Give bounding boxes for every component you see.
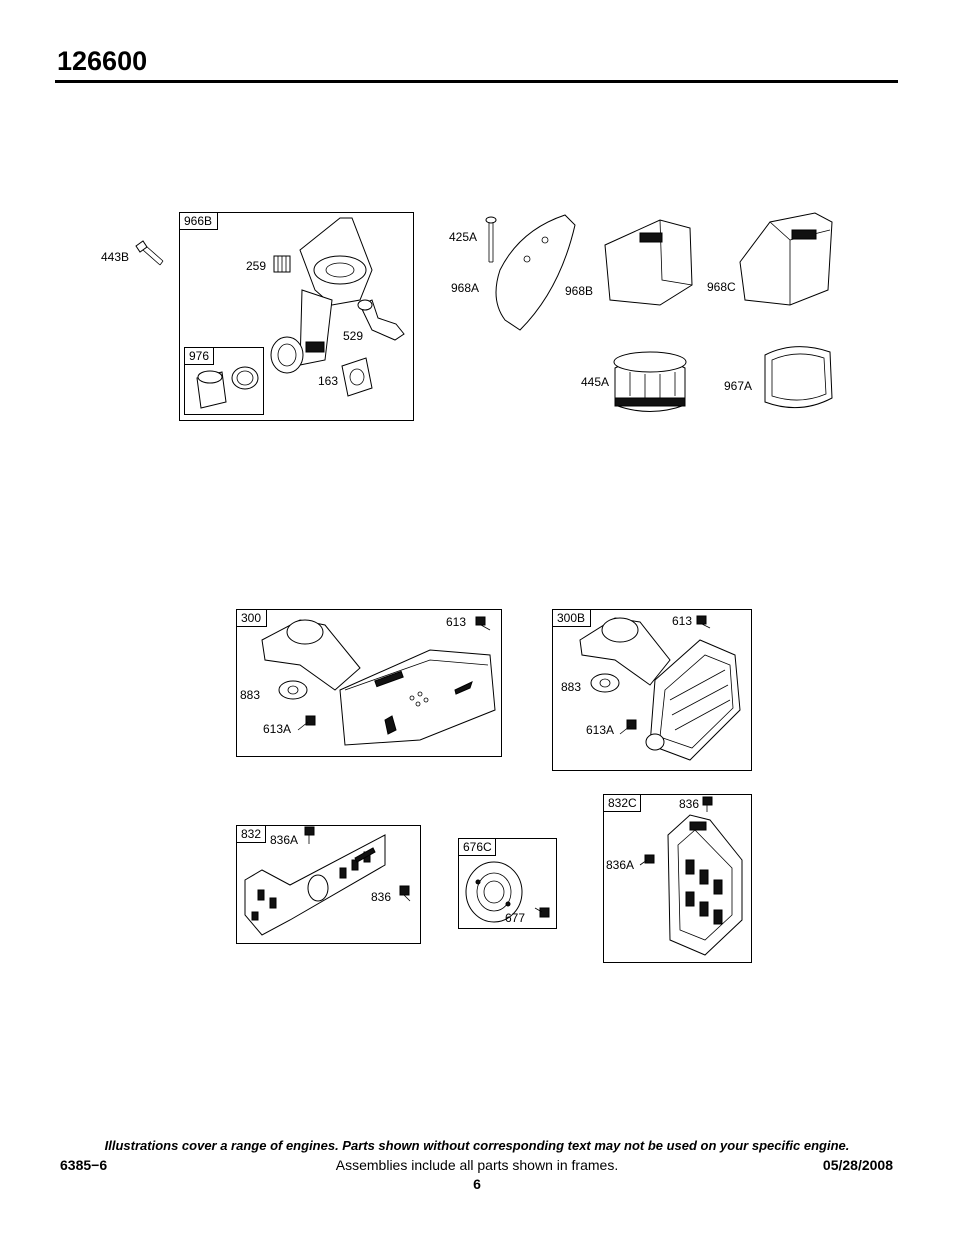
label-968C: 968C (707, 280, 736, 294)
label-613A-300B: 613A (586, 723, 614, 737)
label-677: 677 (505, 911, 525, 925)
title-rule (55, 80, 898, 83)
frame-976-tag (184, 347, 214, 365)
frame-976 (184, 347, 264, 415)
frame-832C (603, 794, 752, 963)
page-number: 6 (473, 1176, 481, 1192)
part-445A-filter-icon (613, 351, 687, 412)
label-836-832: 836 (371, 890, 391, 904)
frame-300B-tag (552, 609, 591, 627)
footer-doc-id: 6385−6 (60, 1157, 108, 1173)
part-836A-832-screw-icon (304, 826, 315, 844)
part-676C-deflector-icon (465, 861, 523, 923)
part-259-clip-icon (273, 255, 291, 273)
frame-300B (552, 609, 752, 771)
part-968C-cover-icon (739, 212, 833, 306)
part-443B-bolt-icon (135, 240, 164, 266)
label-613-300B: 613 (672, 614, 692, 628)
label-443B: 443B (101, 250, 129, 264)
frame-976-label: 976 (189, 349, 209, 363)
muffler-guard-832C-icon (667, 814, 743, 956)
frame-300-label: 300 (241, 611, 261, 625)
frame-676C-label: 676C (463, 840, 492, 854)
part-613A-screw-icon (297, 715, 316, 731)
part-836A-832C-screw-icon (639, 854, 655, 866)
part-613A-300B-screw-icon (619, 719, 637, 735)
label-968A: 968A (451, 281, 479, 295)
part-613-300B-screw-icon (696, 615, 711, 629)
part-529-tube-icon (357, 299, 405, 341)
footer-frames-note: Assemblies include all parts shown in fr… (335, 1157, 619, 1173)
frame-966B-label: 966B (184, 214, 212, 228)
frame-832C-label: 832C (608, 796, 637, 810)
part-883-gasket-icon (278, 680, 308, 700)
part-968B-cover-icon (604, 219, 693, 306)
part-836-832-screw-icon (399, 885, 411, 902)
label-968B: 968B (565, 284, 593, 298)
frame-300-tag (236, 609, 267, 627)
page-title: 126600 (57, 46, 148, 76)
label-883-300: 883 (240, 688, 260, 702)
label-967A: 967A (724, 379, 752, 393)
frame-832C-tag (603, 794, 641, 812)
part-613-screw-icon (475, 616, 491, 631)
muffler-300-icon (261, 619, 496, 746)
part-968A-cover-icon (495, 214, 576, 331)
label-259: 259 (246, 259, 266, 273)
frame-676C-tag (458, 838, 496, 856)
frame-832-tag (236, 825, 266, 843)
frame-832 (236, 825, 421, 944)
frame-676C (458, 838, 557, 929)
label-836A-832C: 836A (606, 858, 634, 872)
part-677-screw-icon (534, 907, 550, 918)
label-613A-300: 613A (263, 722, 291, 736)
label-836-832C: 836 (679, 797, 699, 811)
muffler-guard-832-icon (244, 834, 386, 936)
part-163-gasket-icon (341, 357, 373, 397)
label-425A: 425A (449, 230, 477, 244)
part-836-832C-screw-icon (702, 796, 713, 812)
label-529: 529 (343, 329, 363, 343)
muffler-300B-icon (579, 617, 741, 761)
label-836A-832: 836A (270, 833, 298, 847)
part-976-element-icon (196, 366, 259, 409)
label-163: 163 (318, 374, 338, 388)
label-883-300B: 883 (561, 680, 581, 694)
part-883-300B-gasket-icon (590, 673, 620, 693)
frame-300 (236, 609, 502, 757)
part-425A-bolt-icon (485, 216, 497, 263)
air-cleaner-base-icon (270, 217, 373, 374)
label-613-300: 613 (446, 615, 466, 629)
frame-832-label: 832 (241, 827, 261, 841)
footer-disclaimer: Illustrations cover a range of engines. … (104, 1138, 850, 1153)
part-967A-precleaner-icon (764, 346, 833, 409)
label-445A: 445A (581, 375, 609, 389)
footer-date: 05/28/2008 (822, 1157, 893, 1173)
frame-300B-label: 300B (557, 611, 585, 625)
frame-966B (179, 212, 414, 421)
frame-966B-tag (179, 212, 218, 230)
